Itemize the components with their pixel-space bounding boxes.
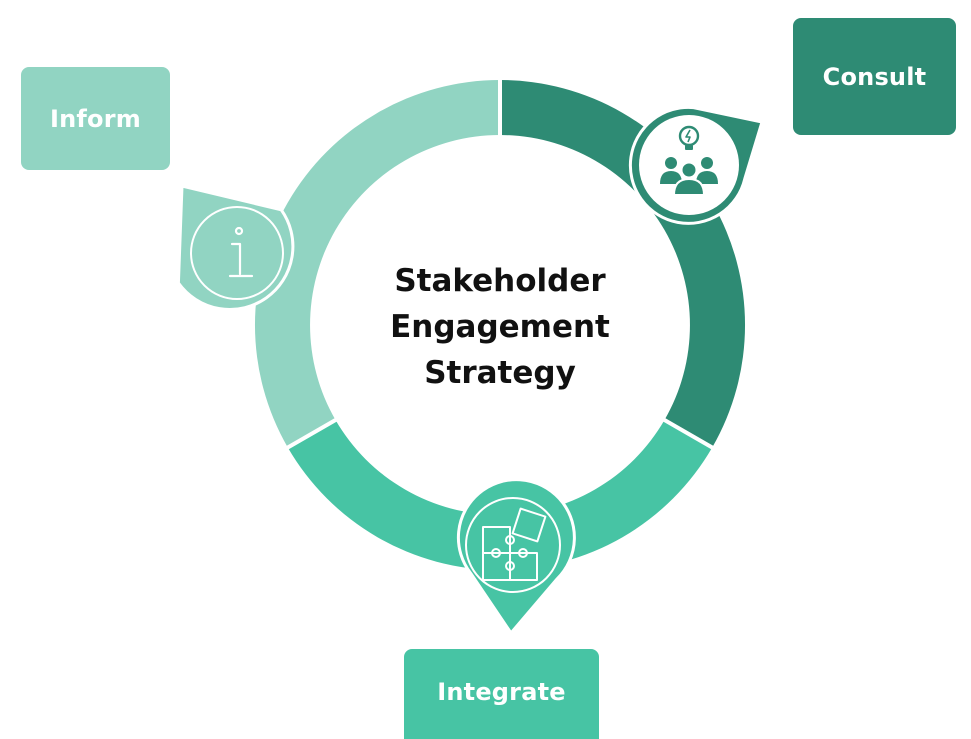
team-idea-icon xyxy=(660,125,718,196)
consult-pin xyxy=(628,105,764,225)
info-icon xyxy=(228,226,254,278)
integrate-label-box: Integrate xyxy=(404,649,599,739)
ring-divider xyxy=(660,416,717,452)
inform-label-box: Inform xyxy=(21,67,170,170)
center-title-line: Engagement xyxy=(390,309,610,345)
inform-pin xyxy=(176,184,295,311)
ring-segment-inform xyxy=(254,80,500,448)
consult-label-box: Consult xyxy=(793,18,956,135)
center-title-line: Strategy xyxy=(424,355,576,391)
center-title: Stakeholder Engagement Strategy xyxy=(330,258,670,396)
puzzle-icon xyxy=(482,507,547,581)
inform-label: Inform xyxy=(50,104,141,133)
consult-label: Consult xyxy=(822,62,927,91)
center-title-line: Stakeholder xyxy=(394,263,606,299)
integrate-label: Integrate xyxy=(437,678,566,706)
ring-divider xyxy=(283,416,340,452)
ring-segment-integrate xyxy=(287,420,713,571)
integrate-pin xyxy=(456,478,576,636)
engagement-cycle-diagram xyxy=(176,80,764,636)
